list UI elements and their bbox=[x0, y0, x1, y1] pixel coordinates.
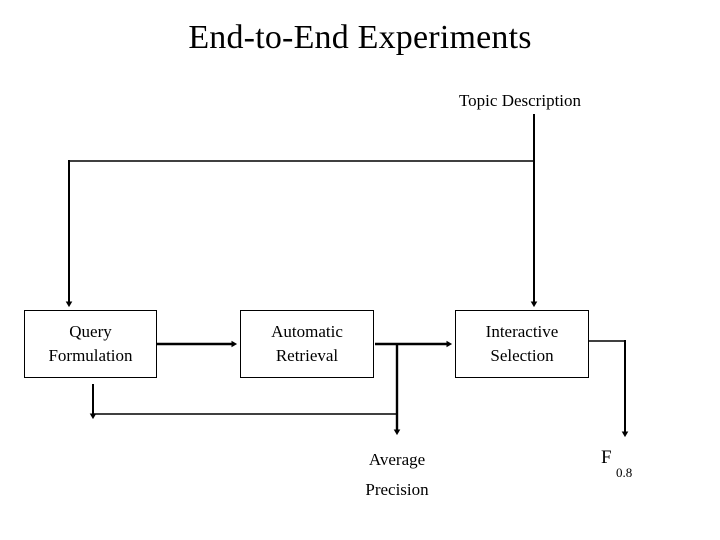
node-query-formulation[interactable]: Query Formulation bbox=[24, 310, 157, 378]
node-automatic-retrieval[interactable]: Automatic Retrieval bbox=[240, 310, 374, 378]
output-f-measure: F 0.8 bbox=[601, 447, 632, 479]
output-average-precision-label: Average Precision bbox=[365, 450, 429, 499]
node-query-formulation-label: Query Formulation bbox=[48, 322, 133, 365]
node-interactive-selection[interactable]: Interactive Selection bbox=[455, 310, 589, 378]
edge-topic-to-query-formulation bbox=[65, 160, 535, 308]
output-f-measure-label: F bbox=[601, 447, 612, 468]
page-title: End-to-End Experiments bbox=[188, 19, 532, 56]
output-f-measure-subscript: 0.8 bbox=[616, 465, 633, 480]
topic-description-label: Topic Description bbox=[458, 91, 582, 110]
node-automatic-retrieval-label: Automatic Retrieval bbox=[271, 322, 343, 365]
edge-interactive-selection-to-f-measure bbox=[588, 340, 629, 438]
edge-feedback-to-query-formulation bbox=[89, 384, 398, 420]
node-interactive-selection-label: Interactive Selection bbox=[485, 322, 559, 365]
